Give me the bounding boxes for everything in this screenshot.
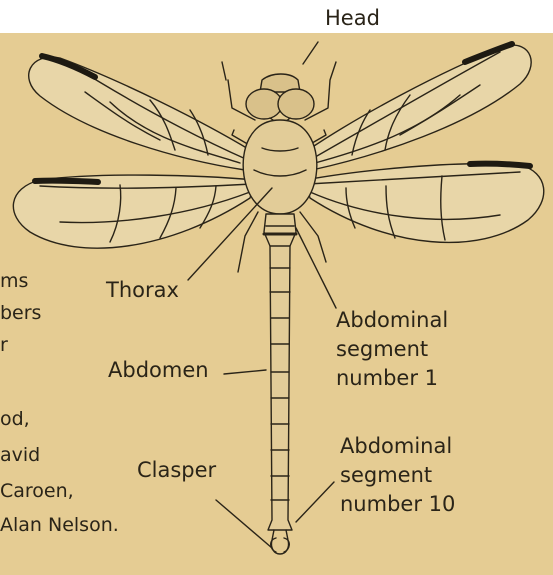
lower-right-wing <box>305 164 544 243</box>
segment10-pointer <box>296 482 334 522</box>
side-text-line-5: od, <box>0 404 30 435</box>
segment1-line-1: Abdominal <box>336 306 448 335</box>
segment1-line-2: segment <box>336 335 448 364</box>
segment1-line-3: number 1 <box>336 364 448 393</box>
lower-left-wing <box>13 175 255 248</box>
abdomen <box>264 214 296 554</box>
side-text-line-8: Alan Nelson. <box>0 510 119 541</box>
clasper-pointer <box>216 500 272 548</box>
side-text-line-2: bers <box>0 298 41 329</box>
abdomen-label: Abdomen <box>108 356 209 385</box>
clasper-label: Clasper <box>137 456 216 485</box>
side-text-line-7: Caroen, <box>0 476 74 507</box>
segment1-pointer <box>296 228 336 308</box>
abdominal-segment-10-label: Abdominal segment number 10 <box>340 432 455 519</box>
segment10-line-2: segment <box>340 461 455 490</box>
segment10-line-1: Abdominal <box>340 432 455 461</box>
abdominal-segment-1-label: Abdominal segment number 1 <box>336 306 448 393</box>
right-hindleg <box>300 212 326 262</box>
head-pointer <box>303 42 318 64</box>
thorax-label: Thorax <box>106 276 179 305</box>
upper-left-wing <box>29 56 250 170</box>
segment10-line-3: number 10 <box>340 490 455 519</box>
upper-right-wing <box>308 44 531 170</box>
head-label: Head <box>325 4 380 33</box>
abdomen-pointer <box>224 370 266 374</box>
head <box>246 74 314 123</box>
thorax <box>243 120 317 214</box>
side-text-line-3: r <box>0 330 8 361</box>
side-text-line-1: ms <box>0 266 28 297</box>
side-text-line-6: avid <box>0 440 40 471</box>
